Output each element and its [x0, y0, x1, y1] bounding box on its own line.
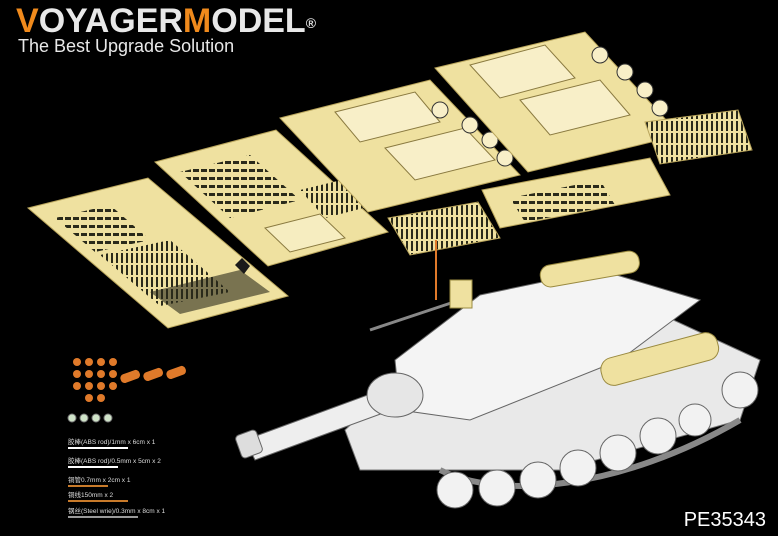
pe-fret-7: [387, 201, 501, 256]
road-wheels: [436, 371, 759, 509]
tank-model: [235, 240, 761, 509]
legend-text: 铜线150mm x 2: [68, 492, 114, 499]
legend-item-copper-tube: 铜管0.7mm x 2cm x 1: [68, 474, 130, 487]
brand-letter-v: V: [16, 2, 39, 40]
pe-fret-6: [481, 157, 671, 229]
brand-word-oyager: OYAGER: [38, 2, 183, 40]
legend-swatch: [68, 447, 128, 449]
legend-text: 胶棒(ABS rod)/0.5mm x 5cm x 2: [68, 458, 161, 465]
pe-fret-4: [434, 31, 681, 173]
pe-fret-1: [26, 177, 290, 329]
legend-text: 钢丝(Steel wrie)/0.3mm x 8cm x 1: [68, 508, 166, 515]
brand-tagline: The Best Upgrade Solution: [18, 36, 235, 56]
legend-swatch: [68, 466, 118, 468]
legend-item-abs-rod-0-5mm: 胶棒(ABS rod)/0.5mm x 5cm x 2: [68, 455, 161, 468]
brand-letter-m: M: [182, 2, 212, 40]
legend-swatch: [68, 500, 128, 502]
legend-swatch: [68, 516, 138, 518]
small-parts: [67, 358, 186, 423]
legend-text: 铜管0.7mm x 2cm x 1: [68, 477, 131, 484]
legend-item-abs-rod-1mm: 胶棒(ABS rod)/1mm x 6cm x 1: [68, 436, 155, 449]
pe-fret-5: [644, 109, 753, 165]
legend-item-copper-wire: 铜线150mm x 2: [68, 489, 128, 502]
brand-word-odel: ODEL: [211, 2, 306, 40]
legend-text: 胶棒(ABS rod)/1mm x 6cm x 1: [68, 439, 156, 446]
brand-logo: VOYAGERMODEL®: [16, 4, 316, 38]
pe-fret-3: [279, 79, 521, 213]
product-code: PE35343: [683, 509, 766, 531]
legend-item-steel-wire: 钢丝(Steel wrie)/0.3mm x 8cm x 1: [68, 505, 165, 518]
registered-mark: ®: [305, 15, 317, 31]
legend-swatch: [68, 485, 108, 487]
pe-fret-2: [153, 129, 390, 267]
